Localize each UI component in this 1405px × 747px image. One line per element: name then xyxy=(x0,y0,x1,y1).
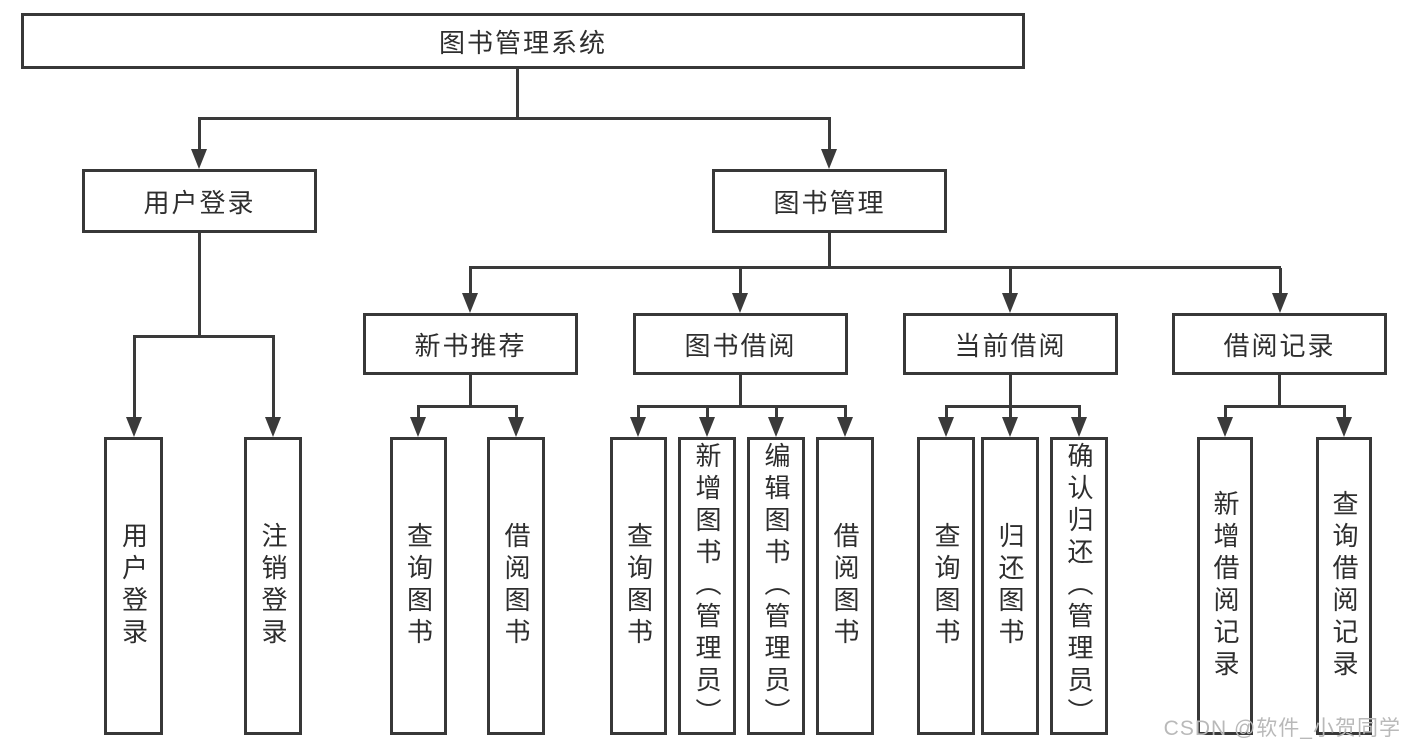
connector xyxy=(945,405,1081,408)
arrowhead-icon xyxy=(410,417,426,437)
leaf-add-books-admin: 新增图书（管理员） xyxy=(678,437,736,735)
leaf-query-books-borrowing: 查询图书 xyxy=(610,437,667,735)
connector xyxy=(1009,407,1012,419)
node-book-borrowing: 图书借阅 xyxy=(633,313,848,375)
leaf-user-login: 用户登录 xyxy=(104,437,163,735)
connector xyxy=(469,266,1281,269)
arrowhead-icon xyxy=(191,149,207,169)
node-current-borrowing: 当前借阅 xyxy=(903,313,1118,375)
leaf-borrow-books-recommend: 借阅图书 xyxy=(487,437,545,735)
arrowhead-icon xyxy=(1272,293,1288,313)
connector xyxy=(828,233,831,269)
connector xyxy=(469,375,472,408)
arrowhead-icon xyxy=(1071,417,1087,437)
connector xyxy=(828,119,831,151)
arrowhead-icon xyxy=(1336,417,1352,437)
connector xyxy=(844,407,847,419)
arrowhead-icon xyxy=(699,417,715,437)
connector xyxy=(1279,268,1282,295)
arrowhead-icon xyxy=(837,417,853,437)
connector xyxy=(1224,407,1227,419)
leaf-confirm-return-admin: 确认归还（管理员） xyxy=(1050,437,1108,735)
leaf-query-books-recommend: 查询图书 xyxy=(390,437,447,735)
arrowhead-icon xyxy=(508,417,524,437)
connector xyxy=(272,337,275,419)
leaf-logout: 注销登录 xyxy=(244,437,302,735)
watermark: CSDN @软件_小贺同学 xyxy=(1163,717,1401,740)
connector xyxy=(637,407,640,419)
arrowhead-icon xyxy=(126,417,142,437)
leaf-borrow-books-borrowing: 借阅图书 xyxy=(816,437,874,735)
arrowhead-icon xyxy=(630,417,646,437)
node-user-login: 用户登录 xyxy=(82,169,317,233)
leaf-edit-books-admin: 编辑图书（管理员） xyxy=(747,437,805,735)
connector xyxy=(1009,375,1012,408)
arrowhead-icon xyxy=(462,293,478,313)
connector xyxy=(515,407,518,419)
node-library-system: 图书管理系统 xyxy=(21,13,1025,69)
connector xyxy=(133,337,136,419)
connector xyxy=(739,375,742,408)
connector xyxy=(945,407,948,419)
arrowhead-icon xyxy=(732,293,748,313)
connector xyxy=(1278,375,1281,408)
node-book-management: 图书管理 xyxy=(712,169,947,233)
arrowhead-icon xyxy=(821,149,837,169)
connector xyxy=(706,407,709,419)
connector xyxy=(133,335,275,338)
connector xyxy=(739,268,742,295)
node-new-book-recommendation: 新书推荐 xyxy=(363,313,578,375)
node-borrowing-records: 借阅记录 xyxy=(1172,313,1387,375)
connector xyxy=(637,405,847,408)
arrowhead-icon xyxy=(1002,293,1018,313)
connector xyxy=(417,405,518,408)
leaf-return-books: 归还图书 xyxy=(981,437,1039,735)
arrowhead-icon xyxy=(768,417,784,437)
connector xyxy=(198,117,831,120)
connector xyxy=(198,233,201,337)
connector xyxy=(1343,407,1346,419)
connector xyxy=(775,407,778,419)
arrowhead-icon xyxy=(1217,417,1233,437)
connector xyxy=(469,268,472,295)
leaf-add-borrow-record: 新增借阅记录 xyxy=(1197,437,1253,735)
connector xyxy=(417,407,420,419)
connector xyxy=(1078,407,1081,419)
arrowhead-icon xyxy=(1002,417,1018,437)
leaf-query-borrow-record: 查询借阅记录 xyxy=(1316,437,1372,735)
connector xyxy=(1009,268,1012,295)
connector xyxy=(1224,405,1346,408)
connector xyxy=(198,119,201,151)
arrowhead-icon xyxy=(938,417,954,437)
arrowhead-icon xyxy=(265,417,281,437)
connector xyxy=(516,69,519,119)
leaf-query-books-current: 查询图书 xyxy=(917,437,975,735)
